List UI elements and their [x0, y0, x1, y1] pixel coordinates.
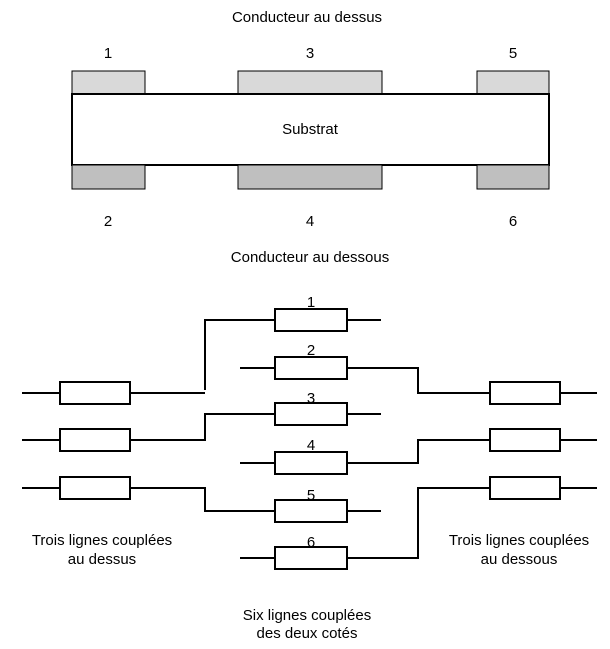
resistor	[489, 476, 561, 500]
left-coupled-group	[22, 381, 205, 500]
top-conductor-3	[237, 70, 383, 95]
center-line-5: 5	[130, 487, 381, 523]
conductor-number-2: 2	[104, 213, 112, 230]
line-number-1: 1	[307, 294, 315, 311]
center-caption-line-1: Six lignes couplées	[243, 607, 371, 624]
line-number-3: 3	[307, 390, 315, 407]
center-caption-line-2: des deux cotés	[257, 625, 358, 642]
right-coupled-group	[489, 381, 597, 500]
resistor	[489, 428, 561, 452]
right-caption-line-1: Trois lignes couplées	[449, 532, 589, 549]
conductor-number-5: 5	[509, 45, 517, 62]
conductor-number-1: 1	[104, 45, 112, 62]
wire	[130, 487, 275, 512]
top-conductor-1	[71, 70, 146, 95]
conductor-number-4: 4	[306, 213, 314, 230]
center-line-4: 4	[240, 437, 490, 475]
cross-section: Conducteur au dessus 1 3 5 Substrat 2 4 …	[71, 9, 550, 266]
resistor	[274, 308, 348, 332]
line-number-6: 6	[307, 534, 315, 551]
top-conductor-5	[476, 70, 550, 95]
top-conductor-title: Conducteur au dessus	[232, 9, 382, 26]
wire	[347, 487, 490, 559]
wire	[130, 413, 275, 441]
resistor	[274, 356, 348, 380]
bottom-conductor-6	[476, 164, 550, 190]
bottom-conductor-4	[237, 164, 383, 190]
center-line-1: 1	[204, 294, 381, 390]
center-line-3: 3	[130, 390, 381, 441]
right-caption-line-2: au dessous	[481, 551, 558, 568]
substrate-label: Substrat	[282, 121, 339, 138]
bottom-conductor-2	[71, 164, 146, 190]
coupled-lines-circuit: 1 2 3 4 5	[22, 294, 597, 642]
resistor	[59, 476, 131, 500]
left-caption-line-2: au dessus	[68, 551, 136, 568]
resistor	[489, 381, 561, 405]
resistor	[59, 381, 131, 405]
line-number-5: 5	[307, 487, 315, 504]
center-line-6: 6	[240, 487, 490, 570]
bottom-conductor-title: Conducteur au dessous	[231, 249, 389, 266]
substrate	[71, 93, 550, 166]
left-caption-line-1: Trois lignes couplées	[32, 532, 172, 549]
wire	[347, 367, 490, 394]
conductor-number-6: 6	[509, 213, 517, 230]
resistor	[59, 428, 131, 452]
wire	[204, 319, 275, 390]
line-number-2: 2	[307, 342, 315, 359]
wire	[347, 439, 490, 464]
line-number-4: 4	[307, 437, 315, 454]
resistor	[274, 451, 348, 475]
center-line-2: 2	[240, 342, 490, 394]
conductor-number-3: 3	[306, 45, 314, 62]
